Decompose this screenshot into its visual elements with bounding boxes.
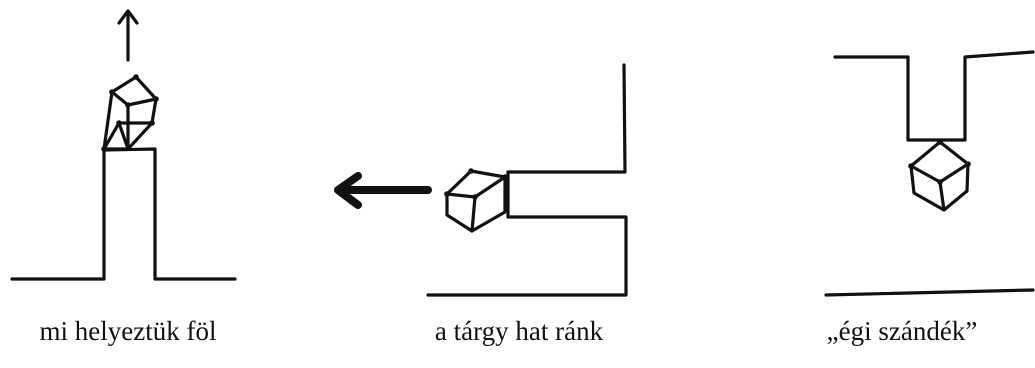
panel-object-acts-on-us (338, 65, 626, 295)
cube-below-ceiling-icon (908, 139, 971, 210)
up-arrow-icon (119, 11, 137, 60)
ground-line (826, 290, 1033, 295)
caption-object-acts-on-us: a tárgy hat ránk (435, 318, 603, 345)
panel-placed-on-top (12, 11, 235, 279)
ground-with-pillar (12, 149, 235, 279)
wall-with-protrusion (428, 65, 626, 295)
cube-on-pillar-icon (101, 74, 159, 152)
cube-beside-wall-icon (444, 168, 508, 231)
ceiling-with-notch (835, 52, 1033, 140)
panel-heavenly-intention (826, 52, 1033, 295)
caption-heavenly-intention: „égi szándék” (827, 318, 978, 345)
caption-placed-on-top: mi helyeztük föl (40, 318, 217, 345)
left-arrow-icon (338, 176, 428, 205)
